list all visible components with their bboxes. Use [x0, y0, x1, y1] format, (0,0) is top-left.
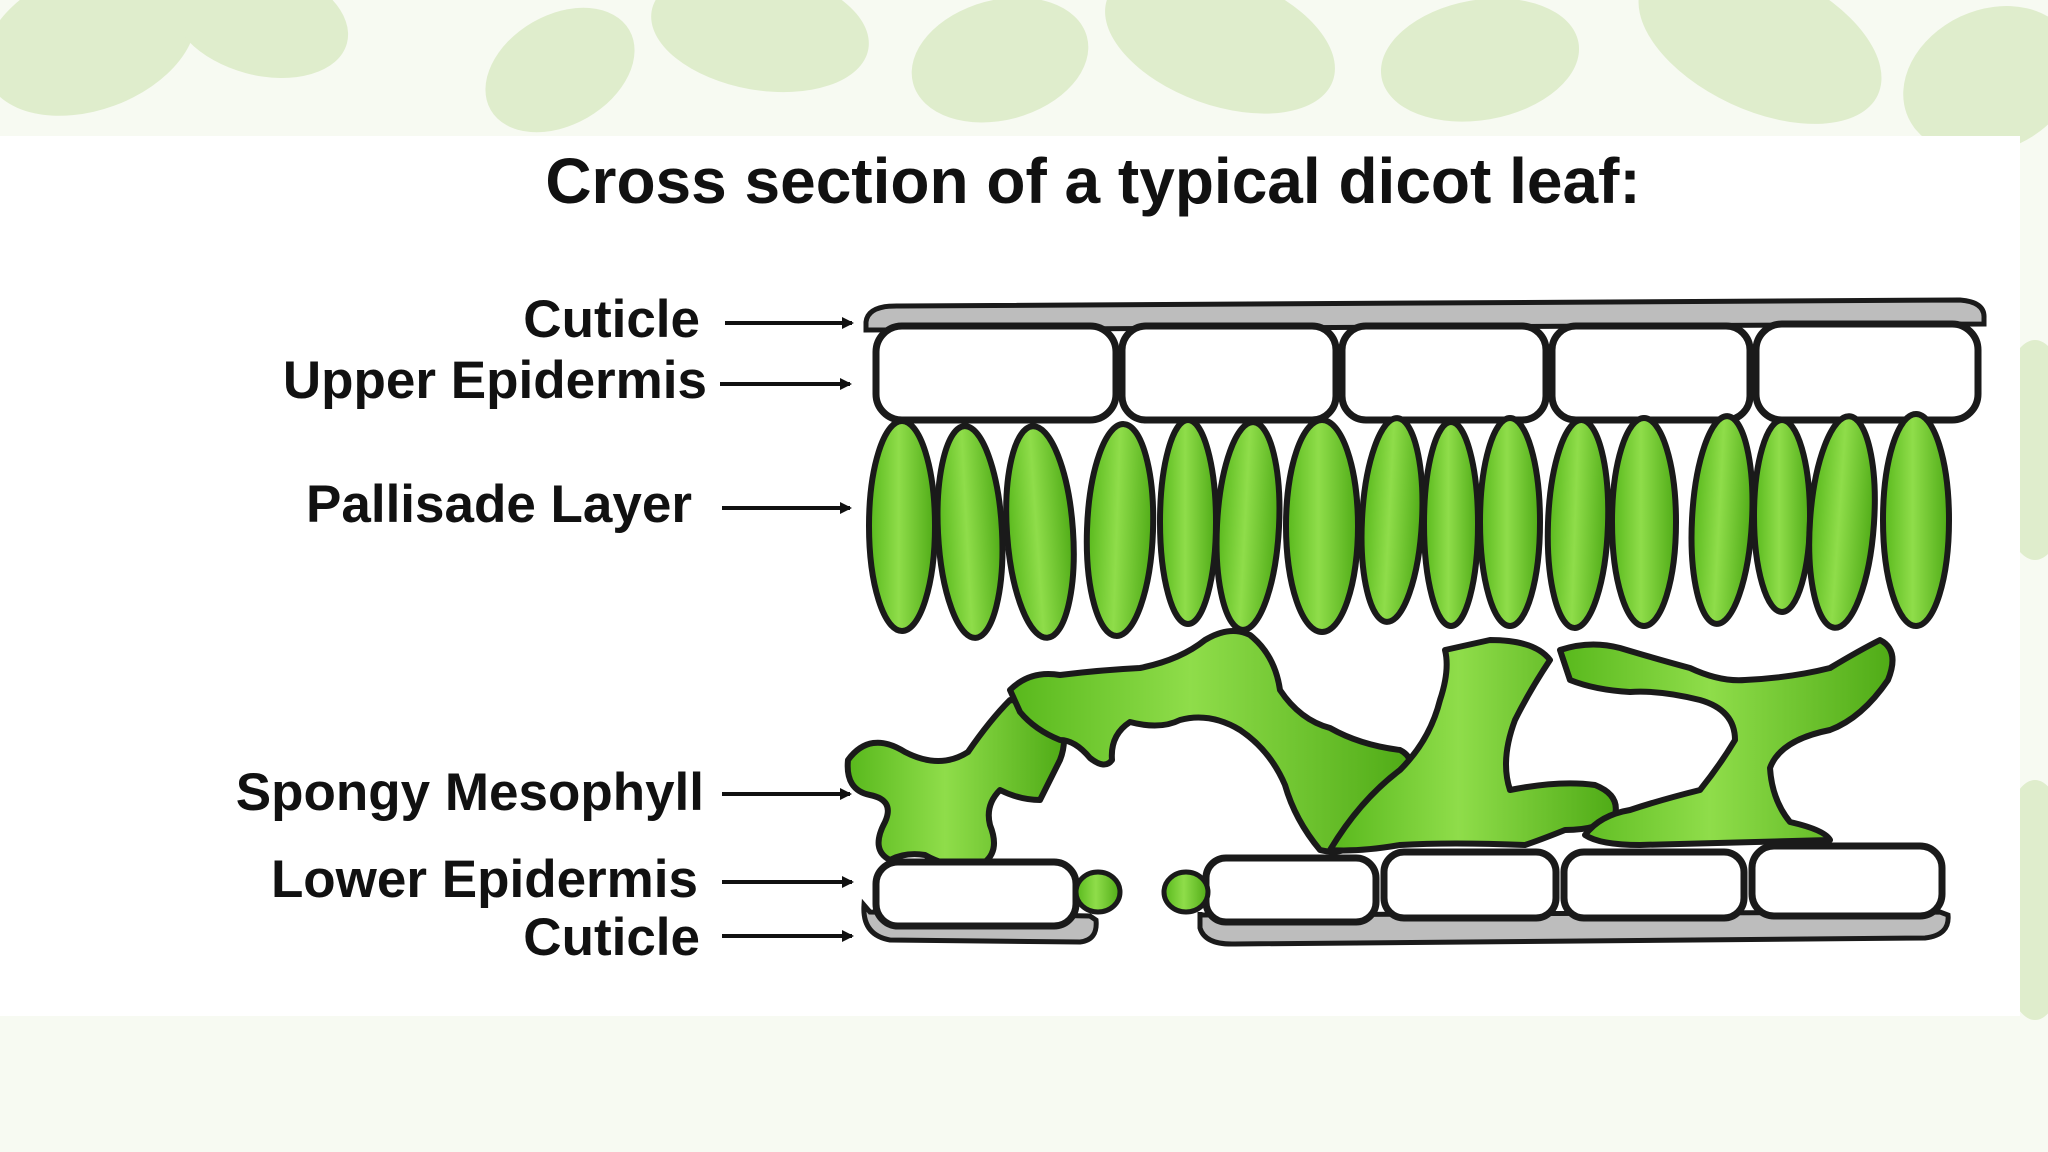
spongy-cell	[1557, 637, 1896, 848]
palisade-cell	[866, 418, 938, 634]
lower-epidermis-cell	[872, 858, 1080, 930]
label-upper-epidermis: Upper Epidermis	[283, 351, 707, 410]
palisade-cell	[1358, 415, 1426, 625]
palisade-cell	[1421, 419, 1481, 629]
lower-epidermis-cell	[1202, 854, 1380, 926]
palisade-layer	[866, 411, 1952, 641]
upper-epidermis-cell	[1118, 322, 1340, 424]
palisade-cell	[1751, 417, 1813, 615]
spongy-cell	[844, 697, 1067, 869]
bg-leaf	[171, 0, 349, 79]
palisade-cell	[1083, 421, 1157, 639]
guard-cell	[1161, 869, 1211, 915]
palisade-cell	[1213, 419, 1283, 633]
bg-leaf	[1903, 6, 2048, 154]
upper-epidermis-cell	[1752, 320, 1982, 424]
label-cuticle-bottom: Cuticle	[523, 908, 700, 967]
palisade-cell	[1880, 411, 1952, 629]
lower-epidermis-cell	[1380, 848, 1560, 922]
bg-leaf	[651, 0, 869, 93]
bg-leaf	[485, 7, 635, 133]
palisade-cell	[934, 423, 1006, 641]
palisade-cell	[1003, 423, 1077, 641]
upper-epidermis-cell	[872, 322, 1120, 424]
upper-epidermis	[872, 320, 1982, 424]
label-lower-epidermis: Lower Epidermis	[271, 850, 698, 909]
label-cuticle-top: Cuticle	[523, 290, 700, 349]
bg-leaf	[1380, 0, 1580, 122]
upper-epidermis-cell	[1338, 322, 1550, 424]
lower-epidermis-cell	[1748, 842, 1946, 920]
guard-cell	[1073, 869, 1123, 915]
upper-epidermis-cell	[1548, 322, 1754, 424]
palisade-cell	[1544, 417, 1612, 631]
bg-leaf	[1105, 0, 1335, 114]
bg-leaf	[0, 0, 197, 116]
label-palisade-layer: Pallisade Layer	[306, 475, 692, 534]
lower-epidermis	[872, 842, 1946, 930]
bg-leaf	[911, 0, 1089, 123]
label-spongy-mesophyll: Spongy Mesophyll	[236, 763, 704, 822]
spongy-mesophyll	[844, 628, 1896, 869]
palisade-cell	[1157, 417, 1219, 627]
palisade-cell	[1477, 415, 1543, 629]
palisade-cell	[1283, 417, 1361, 635]
spongy-cell	[1327, 637, 1619, 854]
lower-cuticle-right	[1197, 909, 1951, 947]
palisade-cell	[1688, 413, 1756, 627]
diagram-title: Cross section of a typical dicot leaf:	[545, 145, 1640, 217]
bg-leaf	[1638, 0, 1882, 124]
palisade-cell	[1609, 415, 1679, 629]
palisade-cell	[1806, 413, 1878, 631]
lower-epidermis-cell	[1560, 848, 1748, 922]
